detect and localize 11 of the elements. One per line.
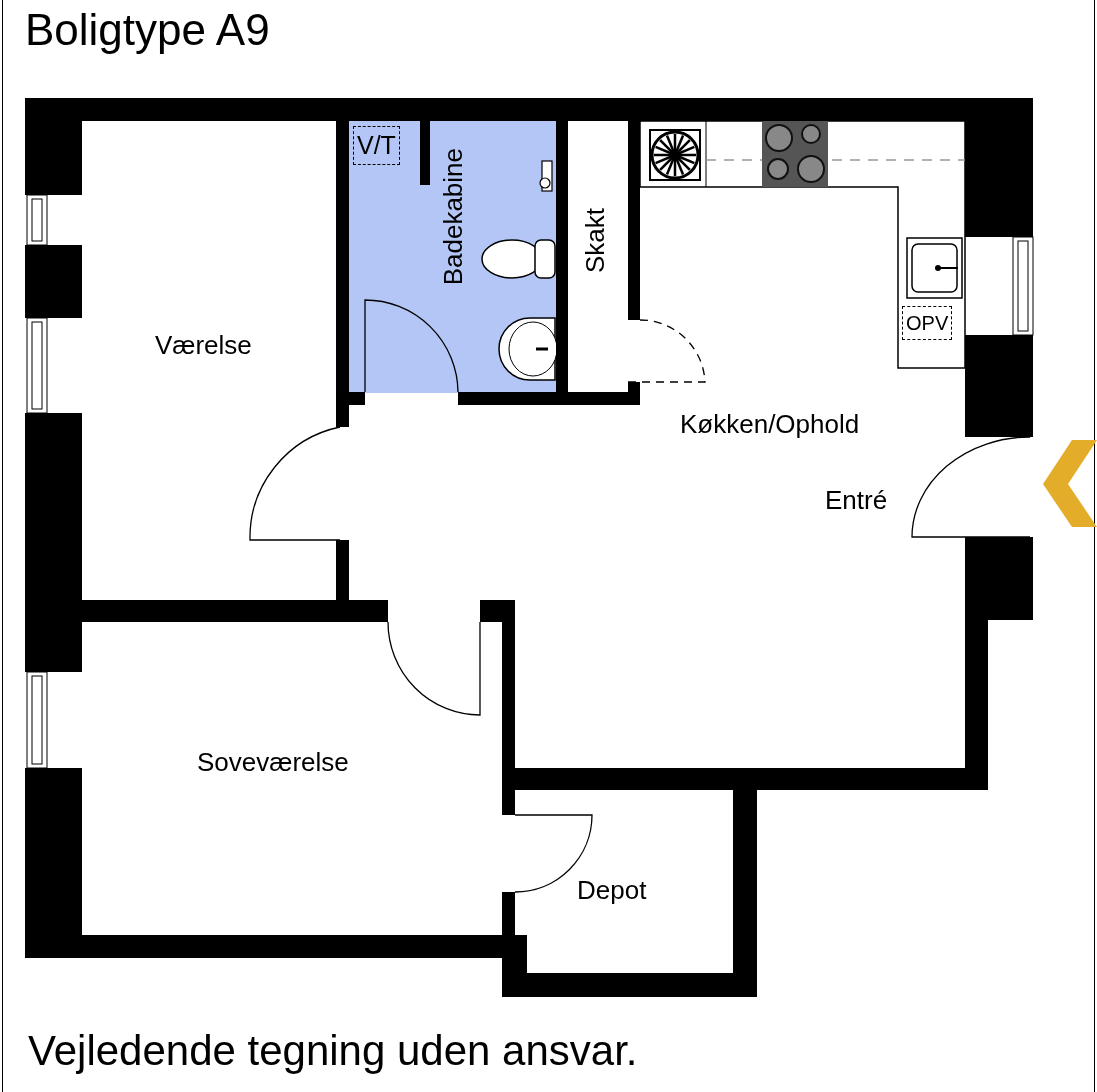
room-label: Værelse xyxy=(155,332,252,358)
room-label: Entré xyxy=(825,487,888,513)
room-label: Badekabine xyxy=(440,148,466,286)
room-label: Depot xyxy=(577,877,647,903)
caption: Vejledende tegning uden ansvar. xyxy=(28,1030,638,1072)
room-label: Køkken/Ophold xyxy=(680,411,860,437)
room-label: Soveværelse xyxy=(197,749,349,775)
fixture-label: V/T xyxy=(353,126,400,165)
title: Boligtype A9 xyxy=(25,8,270,52)
room-label: Skakt xyxy=(582,208,608,274)
fixture-label: OPV xyxy=(902,306,953,340)
